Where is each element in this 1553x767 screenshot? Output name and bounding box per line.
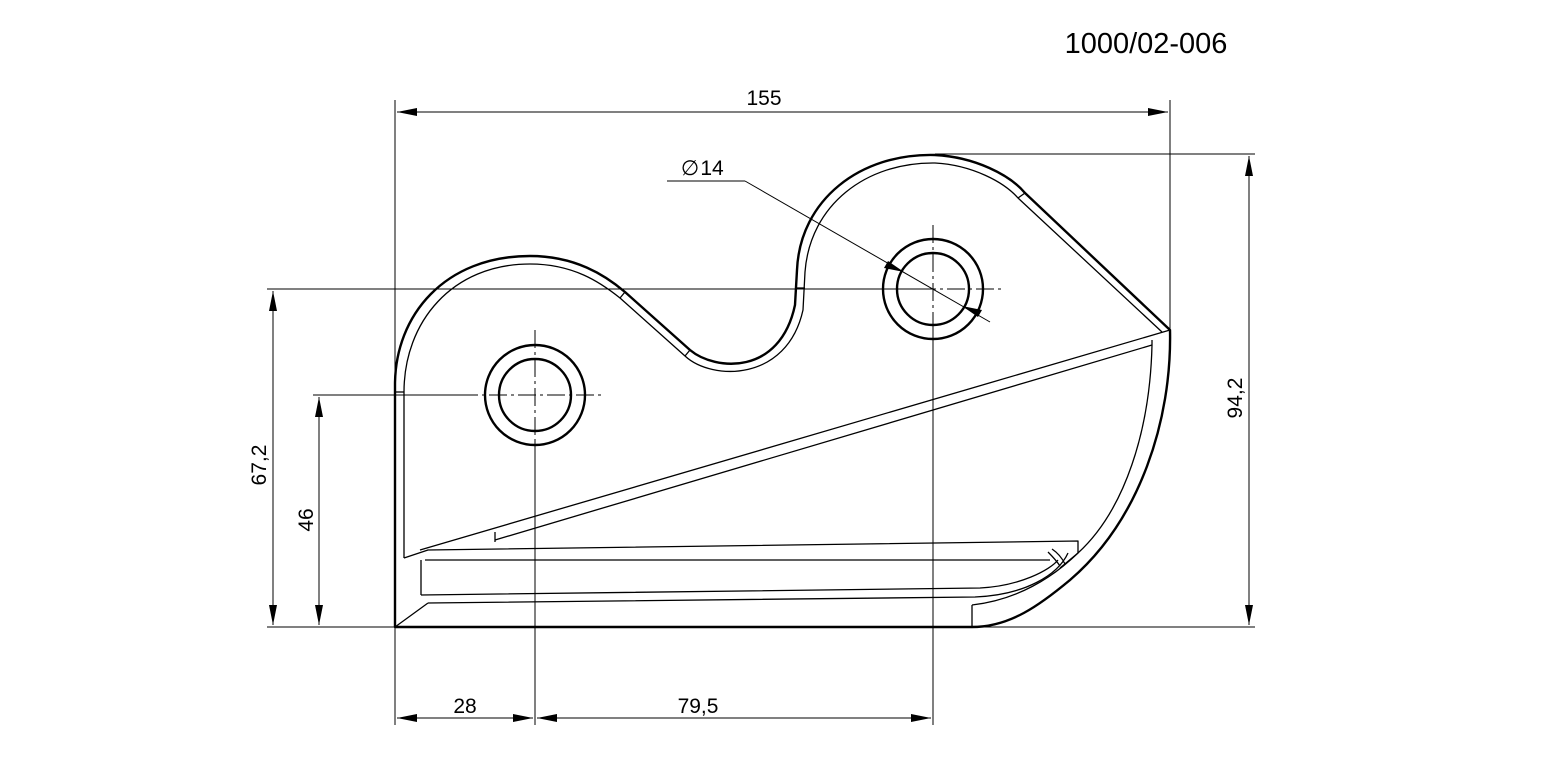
overall-width-label: 155 bbox=[746, 87, 781, 110]
rib-upper-edge bbox=[419, 329, 1171, 551]
dimension-bottom-horizontal: 28 79,5 bbox=[394, 330, 934, 725]
dimension-overall-width: 155 bbox=[394, 87, 1171, 385]
dimension-lower-hole-height: 46 bbox=[295, 394, 470, 625]
channel-lower-edge bbox=[420, 559, 1059, 596]
rib-lower-edge bbox=[494, 344, 1153, 541]
hole-diameter-label: 14 bbox=[700, 157, 724, 180]
dimension-upper-hole-height: 67,2 bbox=[248, 288, 933, 628]
rim-seam-5 bbox=[1017, 192, 1026, 199]
right-flange-inner bbox=[971, 344, 1153, 606]
outer-contour bbox=[393, 153, 1172, 629]
lower-hole-height-label: 46 bbox=[295, 508, 318, 531]
channel-chamfer bbox=[394, 602, 429, 628]
upper-hole-height-label: 67,2 bbox=[248, 445, 271, 486]
diameter-symbol: ∅ bbox=[681, 157, 699, 180]
inner-contour bbox=[403, 162, 1163, 558]
channel-end-bead bbox=[1047, 548, 1066, 567]
rim-seam-2 bbox=[619, 291, 626, 299]
dimension-hole-diameter: ∅ 14 bbox=[667, 157, 991, 323]
lower-hole-offset-label: 28 bbox=[453, 695, 476, 718]
channel-top-edge bbox=[403, 540, 1079, 569]
hole-spacing-label: 79,5 bbox=[678, 695, 719, 718]
rim-seam-3 bbox=[684, 349, 691, 357]
overall-height-label: 94,2 bbox=[1224, 378, 1247, 419]
part-outline bbox=[393, 153, 1172, 629]
drawing-number: 1000/02-006 bbox=[1065, 28, 1228, 60]
dimension-overall-height: 94,2 bbox=[935, 153, 1255, 628]
